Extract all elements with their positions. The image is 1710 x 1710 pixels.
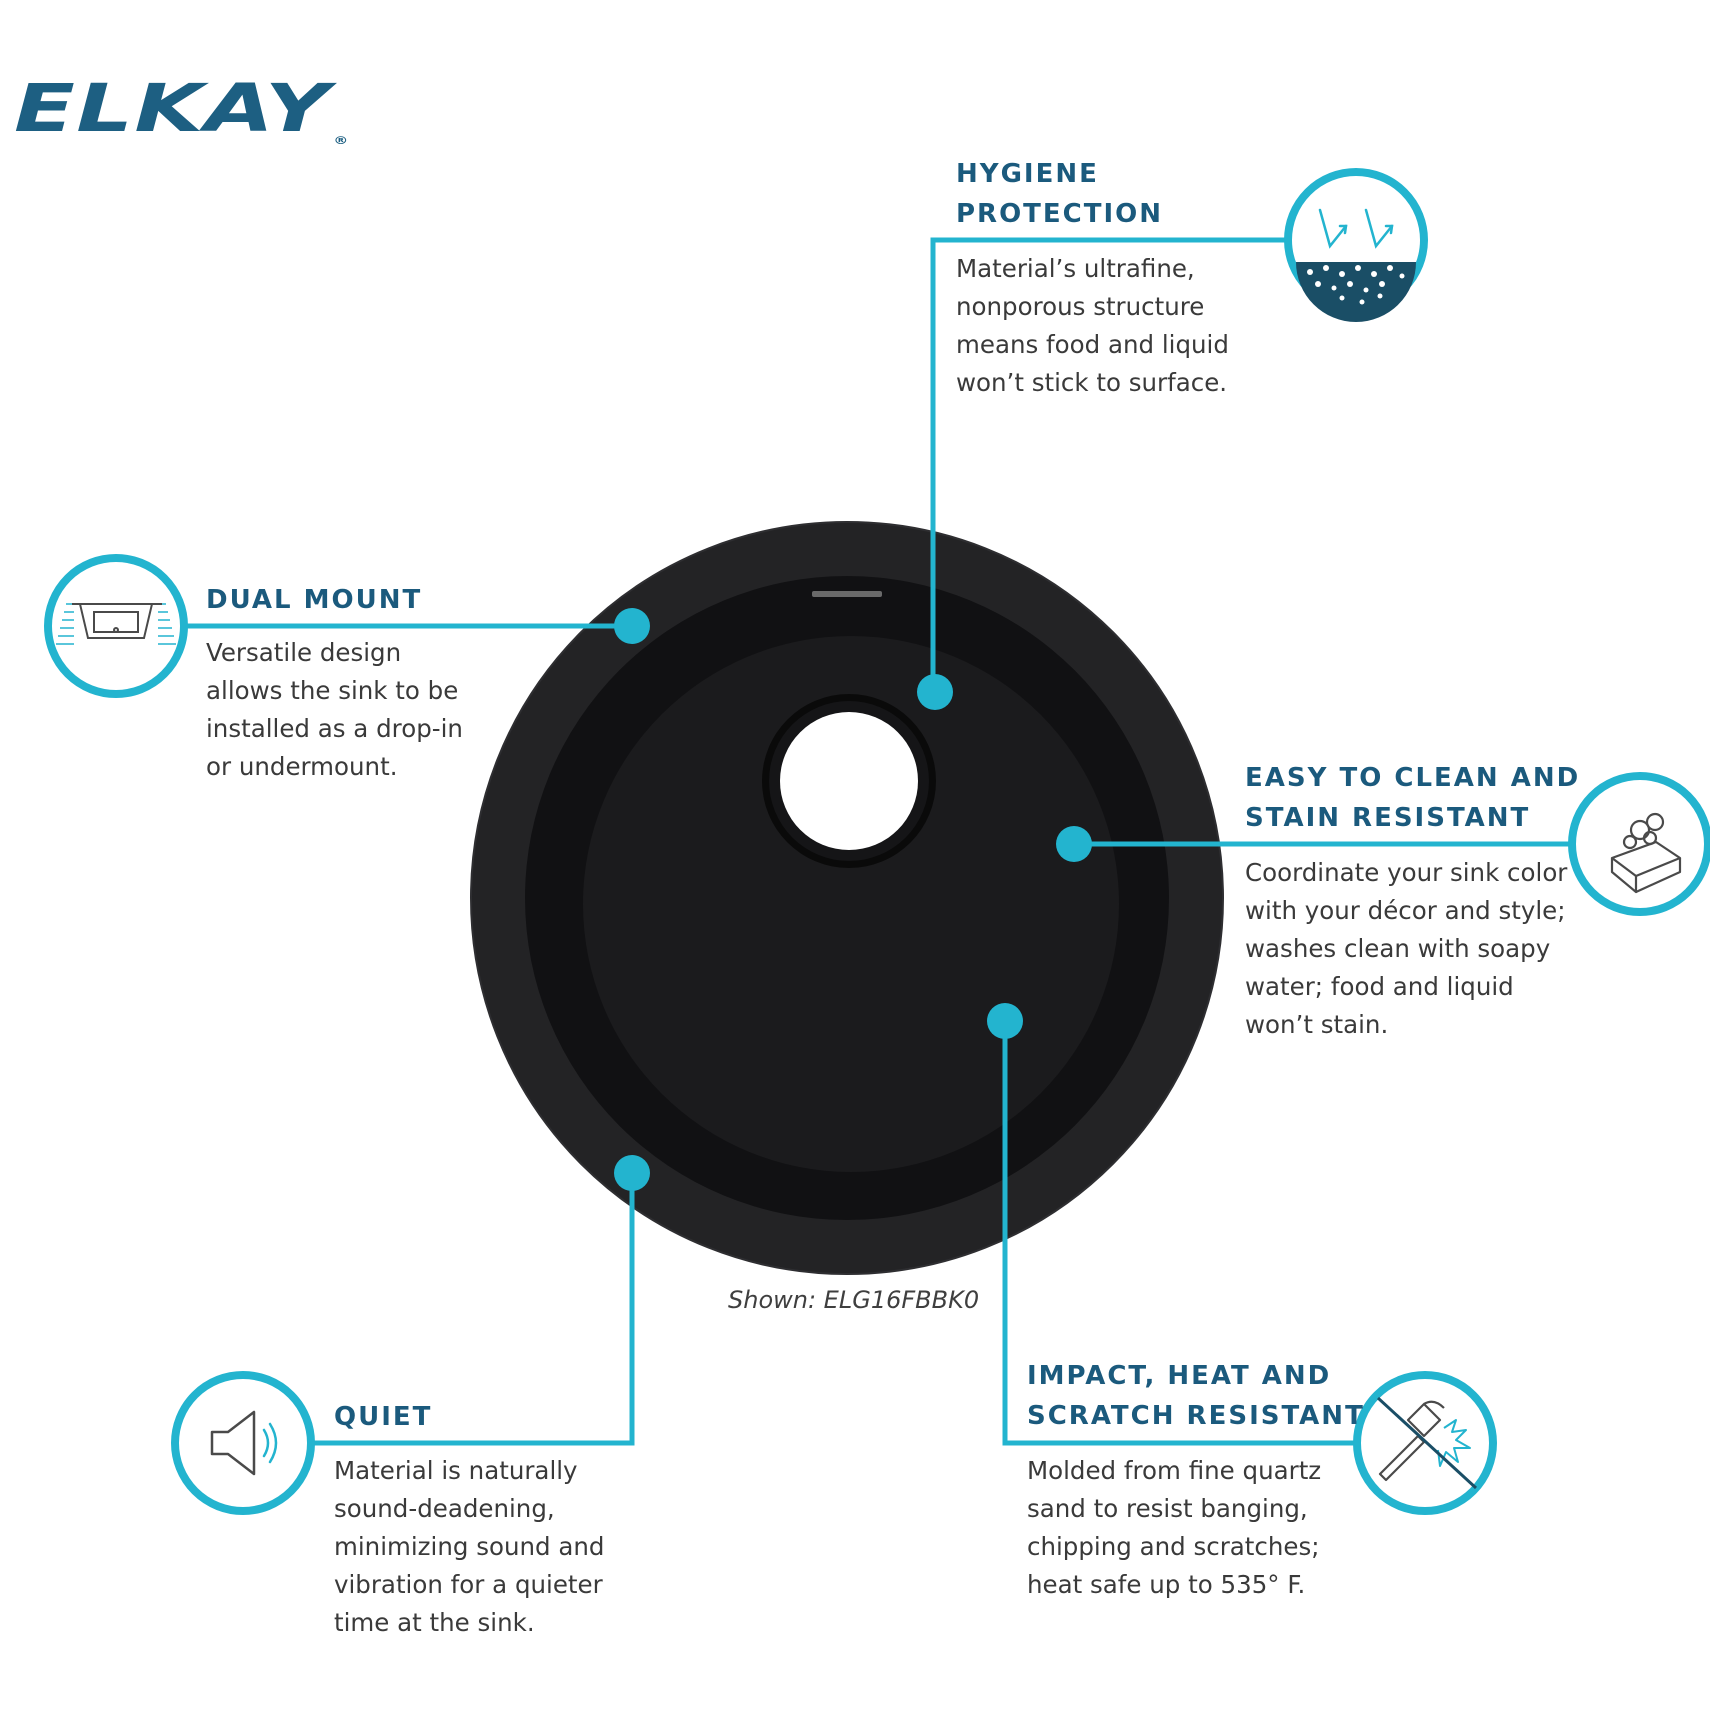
- easy-clean-description: Coordinate your sink color with your déc…: [1245, 858, 1568, 1039]
- quiet-heading-line1: QUIET: [334, 1402, 433, 1432]
- sink-mount-icon: [44, 554, 188, 698]
- soap-bar-icon: [1568, 772, 1710, 916]
- impact-heading-line1: IMPACT, HEAT AND: [1027, 1361, 1332, 1391]
- speaker-icon: [171, 1371, 315, 1515]
- connector-lines: [185, 237, 1573, 1446]
- hygiene-heading: HYGIENE PROTECTION: [956, 154, 1163, 234]
- dual-mount-heading-line1: DUAL MOUNT: [206, 585, 423, 615]
- callout-dots: [614, 608, 1092, 1191]
- sink-badge: [812, 591, 882, 597]
- quiet-heading: QUIET: [334, 1397, 432, 1437]
- sink-basin-floor: [583, 636, 1119, 1172]
- dot-dual-mount: [614, 608, 650, 644]
- line-quiet: [313, 1173, 635, 1446]
- dot-impact: [987, 1003, 1023, 1039]
- quiet-description: Material is naturally sound-deadening, m…: [334, 1456, 605, 1637]
- elkay-logo: ELKAY®: [14, 70, 350, 147]
- dual-mount-description: Versatile design allows the sink to be i…: [206, 638, 463, 781]
- hygiene-heading-line2: PROTECTION: [956, 199, 1164, 229]
- impact-description: Molded from fine quartz sand to resist b…: [1027, 1456, 1322, 1599]
- hygiene-heading-line1: HYGIENE: [956, 159, 1099, 189]
- impact-heading: IMPACT, HEAT AND SCRATCH RESISTANT: [1027, 1356, 1365, 1436]
- nonporous-surface-icon: [1284, 168, 1428, 322]
- dot-hygiene: [917, 674, 953, 710]
- hygiene-description: Material’s ultrafine, nonporous structur…: [956, 254, 1229, 397]
- easy-clean-heading: EASY TO CLEAN AND STAIN RESISTANT: [1245, 758, 1580, 838]
- line-impact: [1002, 1021, 1355, 1446]
- line-hygiene: [930, 237, 1286, 692]
- model-caption: Shown: ELG16FBBK0: [728, 1286, 980, 1314]
- round-sink: [470, 521, 1224, 1275]
- hammer-impact-icon: [1353, 1371, 1497, 1515]
- easy-clean-heading-line2: STAIN RESISTANT: [1245, 803, 1531, 833]
- dual-mount-heading: DUAL MOUNT: [206, 580, 422, 620]
- easy-clean-heading-line1: EASY TO CLEAN AND: [1245, 763, 1581, 793]
- drain-hole: [780, 712, 918, 850]
- impact-heading-line2: SCRATCH RESISTANT: [1027, 1401, 1365, 1431]
- dot-easy-clean: [1056, 826, 1092, 862]
- dot-quiet: [614, 1155, 650, 1191]
